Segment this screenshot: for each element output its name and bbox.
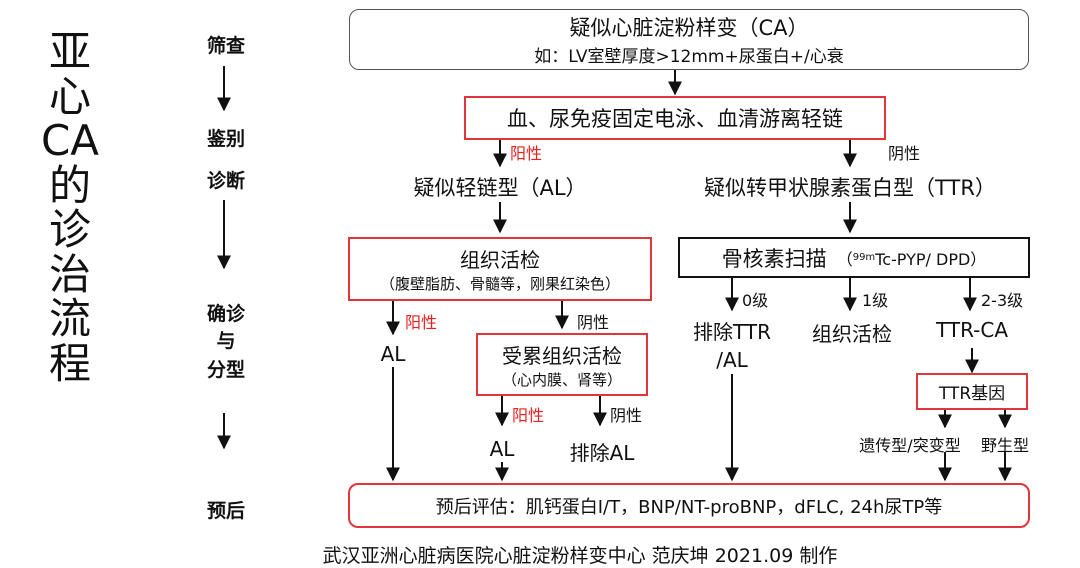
al-result-mid: AL (489, 437, 515, 461)
serum-positive-label: 阳性 (510, 144, 543, 163)
grade1-biopsy-label: 组织活检 (812, 322, 892, 346)
stage-differential-2: 诊断 (206, 170, 245, 192)
title-char: 程 (48, 338, 91, 388)
biopsy-detail: （腹壁脂肪、骨髓等，刚果红染色） (379, 275, 620, 293)
exclude-al-label: 排除AL (569, 441, 635, 465)
prognosis-box: 预后评估：肌钙蛋白I/T，BNP/NT-proBNP，dFLC, 24h尿TP等 (348, 483, 1030, 528)
suspected-al-label: 疑似轻链型（AL） (413, 176, 587, 200)
stage-confirm-1: 确诊 (206, 303, 245, 325)
title-char: 治 (48, 249, 91, 299)
bone-scan-label: 骨核素扫描 (721, 246, 827, 271)
hereditary-label: 遗传型/突变型 (859, 436, 961, 455)
grade-23-label: 2-3级 (981, 291, 1024, 310)
suspected-ttr-label: 疑似转甲状腺素蛋白型（TTR） (704, 176, 996, 200)
grade-1-label: 1级 (862, 291, 889, 310)
al-result-left: AL (380, 342, 406, 366)
ttr-gene-box: TTR基因 (916, 373, 1028, 410)
title-char: 流 (48, 294, 91, 343)
wild-type-label: 野生型 (980, 436, 1029, 455)
biopsy-positive-label: 阳性 (405, 313, 438, 332)
exclude-ttr-line-1: 排除TTR (693, 320, 771, 344)
title-char: 诊 (48, 205, 91, 254)
title-char: 心 (48, 71, 91, 121)
serum-test-box: 血、尿免疫固定电泳、血清游离轻链 (464, 96, 886, 140)
title-char: CA (40, 116, 100, 165)
footer-credit: 武汉亚洲心脏病医院心脏淀粉样变中心 范庆坤 2021.09 制作 (322, 545, 838, 567)
title-char: 的 (48, 160, 91, 210)
biopsy-negative-label: 阴性 (577, 313, 610, 332)
serum-negative-label: 阴性 (888, 144, 921, 163)
stage-confirm-3: 分型 (206, 359, 245, 381)
grade-0-label: 0级 (742, 291, 769, 310)
serum-test-label: 血、尿免疫固定电泳、血清游离轻链 (507, 107, 843, 131)
biopsy-box: 组织活检 （腹壁脂肪、骨髓等，刚果红染色） (348, 237, 652, 301)
bone-scan-box: 骨核素扫描 （ 99m Tc-PYP/ DPD） (678, 237, 1030, 278)
stage-differential-1: 鉴别 (206, 128, 245, 150)
suspected-ca-label: 疑似心脏淀粉样变（CA） (569, 16, 809, 40)
target-biopsy-box: 受累组织活检 （心内膜、肾等） (476, 333, 648, 396)
exclude-ttr-line-2: /AL (716, 348, 748, 372)
ttr-gene-label: TTR基因 (938, 384, 1006, 404)
ttr-ca-label: TTR-CA (935, 318, 1009, 342)
exclude-ttr-al-label: 排除TTR /AL (682, 318, 782, 374)
target-negative-label: 阴性 (610, 406, 643, 425)
target-biopsy-label: 受累组织活检 (502, 343, 622, 368)
stage-confirm-2: 与 (216, 330, 236, 352)
prognosis-label: 预后评估：肌钙蛋白I/T，BNP/NT-proBNP，dFLC, 24h尿TP等 (435, 496, 943, 518)
bone-scan-detail: Tc-PYP/ DPD） (875, 249, 987, 269)
stage-screening: 筛查 (206, 35, 245, 57)
target-biopsy-detail: （心内膜、肾等） (501, 370, 622, 389)
stage-prognosis: 预后 (206, 500, 245, 522)
suspected-ca-box: 疑似心脏淀粉样变（CA） 如：LV室壁厚度>12mm+尿蛋白+/心衰 (349, 9, 1029, 70)
vertical-title: 亚 心 CA 的 诊 治 流 程 (40, 27, 100, 388)
biopsy-label: 组织活检 (460, 248, 540, 272)
suspected-ca-example: 如：LV室壁厚度>12mm+尿蛋白+/心衰 (534, 47, 844, 67)
target-positive-label: 阳性 (512, 406, 545, 425)
title-char: 亚 (48, 27, 91, 76)
bone-scan-isotope: 99m (852, 252, 876, 263)
